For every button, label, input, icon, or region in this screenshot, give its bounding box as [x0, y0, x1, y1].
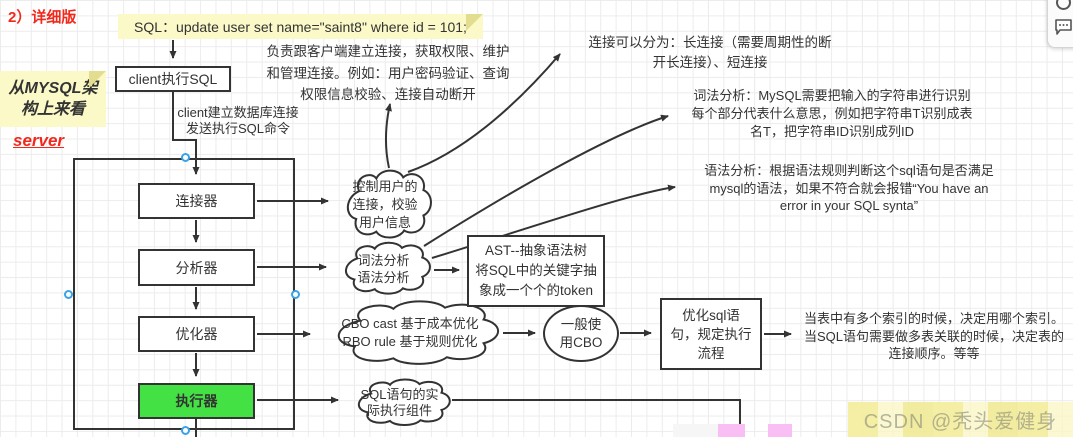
note-fold-corner [466, 14, 483, 31]
stage-connector-label: 连接器 [175, 193, 218, 209]
ast-box-label: AST--抽象语法树 将SQL中的关键字抽 象成一个个的token [475, 243, 597, 298]
shape-fragment-gray [673, 424, 718, 437]
cbo-ellipse-label: 一般使 用CBO [559, 316, 603, 350]
sync-icon[interactable] [1056, 0, 1071, 10]
shape-fragment-pink [718, 424, 745, 437]
selection-handle[interactable] [181, 426, 190, 435]
stage-optimizer-box[interactable]: 优化器 [138, 316, 255, 352]
floating-toolbar [1047, 0, 1073, 48]
csdn-watermark-text: CSDN @秃头爱健身 [863, 411, 1058, 433]
cbo-ellipse[interactable]: 一般使 用CBO [543, 305, 619, 362]
client-sql-box-label: client执行SQL [128, 71, 218, 87]
note-fold-corner [89, 71, 106, 88]
selection-handle[interactable] [291, 290, 300, 299]
shape-fragment-pink [768, 424, 792, 437]
stage-optimizer-label: 优化器 [175, 326, 218, 342]
annotation-syntax-analysis[interactable]: 语法分析：根据语法规则判断这个sql语句是否满足 mysql的语法，如果不符合就… [704, 163, 994, 213]
selection-handle[interactable] [64, 290, 73, 299]
optimize-sql-box[interactable]: 优化sql语 句，规定执行 流程 [660, 298, 762, 370]
optimizer-cloud-label: CBO cast 基于成本优化 RBO rule 基于规则优化 [341, 316, 479, 349]
analyzer-cloud[interactable]: 词法分析 语法分析 [335, 240, 432, 297]
server-label: server [13, 131, 65, 150]
connector-cloud-label: 控制用户的 连接，校验 用户信息 [352, 178, 418, 230]
executor-cloud-label: SQL语句的实 际执行组件 [360, 386, 439, 418]
annotation-lexical-analysis[interactable]: 词法分析：MySQL需要把输入的字符串进行识别 每个部分代表什么意思，例如把字符… [691, 88, 973, 139]
annotation-connection-duty[interactable]: 负责跟客户端建立连接，获取权限、维护 和管理连接。例如：用户密码验证、查询 权限… [266, 44, 510, 102]
stage-analyzer-box[interactable]: 分析器 [138, 249, 255, 286]
sql-note-text: SQL：update user set name="saint8" where … [134, 18, 467, 35]
sql-note[interactable]: SQL：update user set name="saint8" where … [118, 14, 483, 39]
page-title: 2）详细版 [8, 9, 77, 26]
stage-connector-box[interactable]: 连接器 [138, 183, 255, 219]
client-conn-label[interactable]: client建立数据库连接 发送执行SQL命令 [177, 105, 299, 136]
optimize-sql-box-label: 优化sql语 句，规定执行 流程 [670, 307, 752, 361]
ast-box[interactable]: AST--抽象语法树 将SQL中的关键字抽 象成一个个的token [467, 235, 605, 307]
analyzer-cloud-label: 词法分析 语法分析 [357, 252, 410, 285]
stage-executor-box[interactable]: 执行器 [138, 383, 255, 419]
mysql-arch-note-text: 从MYSQL架 构上来看 [8, 80, 98, 118]
mysql-arch-note[interactable]: 从MYSQL架 构上来看 [0, 71, 106, 127]
comment-icon[interactable] [1054, 17, 1073, 37]
client-sql-box[interactable]: client执行SQL [115, 66, 231, 92]
selection-handle[interactable] [181, 153, 190, 162]
stage-analyzer-label: 分析器 [175, 259, 218, 276]
executor-cloud[interactable]: SQL语句的实 际执行组件 [347, 377, 452, 428]
optimizer-cloud[interactable]: CBO cast 基于成本优化 RBO rule 基于规则优化 [318, 298, 502, 368]
annotation-optimizer-duty[interactable]: 当表中有多个索引的时候，决定用哪个索引。 当SQL语句需要做多表关联的时候，决定… [803, 311, 1064, 361]
annotation-connection-types[interactable]: 连接可以分为：长连接（需要周期性的断 开长连接）、短连接 [588, 35, 832, 70]
csdn-watermark: CSDN @秃头爱健身 [848, 402, 1073, 437]
stage-executor-label: 执行器 [175, 393, 218, 409]
connector-cloud[interactable]: 控制用户的 连接，校验 用户信息 [337, 167, 433, 242]
